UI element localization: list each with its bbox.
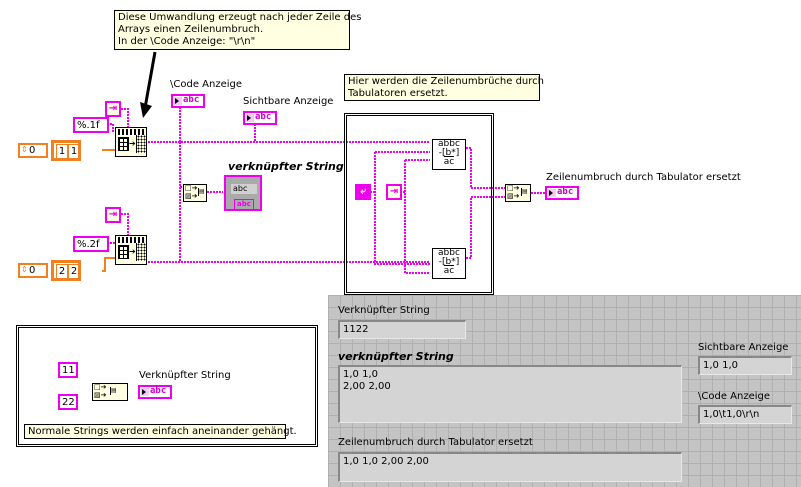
visible-display-indicator[interactable]: abc (243, 111, 277, 125)
comment-note-replace: Hier werden die Zeilenumbrüche durch Tab… (344, 74, 544, 101)
search-and-replace-node-1[interactable]: abbc-[b*]ac (432, 139, 466, 170)
concat-result-indicator[interactable]: abc (138, 385, 172, 399)
concatenate-strings-node-output[interactable]: □➔▨➔ ▤ (505, 184, 531, 202)
numeric-wire (102, 257, 117, 272)
format-pattern-icon (118, 129, 144, 135)
indicator-arrow-icon (174, 97, 182, 105)
fp-label-visible: Sichtbare Anzeige (698, 342, 789, 353)
fp-label-code: \Code Anzeige (698, 391, 771, 402)
replaced-string-label: Zeilenumbruch durch Tabulator ersetzt (546, 172, 741, 183)
search-and-replace-node-2[interactable]: abbc-[b*]ac (432, 248, 466, 279)
array-grid-icon (118, 245, 129, 259)
array-element[interactable]: 2 (68, 264, 80, 279)
replaced-string-indicator[interactable]: abc (545, 186, 579, 200)
index-control-2[interactable]: ⇕ 0 (18, 263, 48, 278)
note-line: Hier werden die Zeilenumbrüche durch (348, 76, 544, 87)
spinner-icon[interactable]: ⇕ (21, 265, 28, 274)
comment-note-concat: Normale Strings werden einfach aneinande… (24, 424, 297, 439)
search-replace-icon: abbc-[b*]ac (438, 139, 460, 167)
array-constant-1[interactable]: 1 1 (51, 140, 81, 161)
joined-string-label: verknüpfter String (228, 160, 344, 173)
indicator-arrow-icon (141, 388, 149, 396)
arrow-right-icon: ➔ (129, 247, 136, 256)
concat-output-icon: ▤ (110, 387, 125, 395)
concat-inputs-icon: □➔▨➔ (507, 184, 520, 200)
end-of-line-constant-icon[interactable]: ⤶ (355, 184, 371, 200)
string-wire (466, 196, 505, 259)
index-control-1[interactable]: ⇕ 0 (18, 143, 48, 158)
comment-note-top: Diese Umwandlung erzeugt nach jeder Zeil… (114, 10, 362, 50)
string-wire (374, 152, 430, 265)
array-to-spreadsheet-string-node-1[interactable]: ➔ (115, 127, 147, 157)
fp-label-joined-string: verknüpfter String (338, 350, 454, 363)
arrow-icon (140, 51, 157, 118)
array-constant-2[interactable]: 2 2 (51, 260, 81, 281)
code-display-label: \Code Anzeige (170, 79, 243, 90)
note-line: Tabulatoren ersetzt. (348, 88, 448, 99)
indicator-arrow-icon (246, 114, 254, 122)
replace-sequence-frame[interactable] (344, 113, 494, 295)
string-wire (121, 108, 129, 128)
string-wire (466, 147, 505, 189)
concat-inputs-icon: □➔▨➔ (185, 184, 198, 200)
spreadsheet-icon (136, 243, 146, 261)
code-display-indicator[interactable]: abc (171, 94, 205, 108)
concat-output-icon: ▤ (198, 188, 207, 196)
joined-string-control-terminal[interactable]: abc abc (224, 175, 262, 211)
front-panel: Verknüpfter String 1122 verknüpfter Stri… (328, 295, 801, 487)
indicator-text: abc (183, 95, 200, 105)
string-constant-22[interactable]: 22 (58, 394, 78, 410)
fp-code-field[interactable]: 1,0\t1,0\r\n (698, 405, 792, 424)
spreadsheet-icon (136, 135, 146, 153)
array-element[interactable]: 2 (56, 264, 68, 279)
index-value: 0 (29, 265, 36, 276)
concatenate-strings-node[interactable]: □➔▨➔ ▤ (183, 184, 207, 202)
fp-label-replaced: Zeilenumbruch durch Tabulator ersetzt (338, 437, 533, 448)
note-line: In der \Code Anzeige: "\r\n" (118, 36, 256, 47)
string-constant-11[interactable]: 11 (58, 362, 78, 378)
array-element[interactable]: 1 (68, 144, 80, 159)
array-element[interactable]: 1 (56, 144, 68, 159)
array-grid-icon (118, 137, 129, 151)
concat-inputs-icon: □➔▨➔ (94, 383, 107, 399)
tab-constant-icon[interactable]: ⇥ (105, 101, 121, 117)
note-line: Diese Umwandlung erzeugt nach jeder Zeil… (118, 12, 362, 23)
concat-result-label: Verknüpfter String (139, 370, 231, 381)
fp-label-verknuepfter-string: Verknüpfter String (338, 305, 430, 316)
indicator-arrow-icon (548, 189, 556, 197)
note-line: Arrays einen Zeilenumbruch. (118, 24, 264, 35)
string-wire (404, 160, 430, 274)
array-to-spreadsheet-string-node-2[interactable]: ➔ (115, 235, 147, 265)
tab-constant-icon[interactable]: ⇥ (386, 184, 402, 200)
format-string-constant-1[interactable]: %.1f (73, 117, 109, 133)
index-value: 0 (29, 145, 36, 156)
tab-constant-icon[interactable]: ⇥ (105, 207, 121, 223)
indicator-text: abc (150, 386, 167, 396)
concat-output-icon: ▤ (521, 188, 530, 196)
string-wire (121, 213, 129, 236)
control-text: abc (231, 184, 257, 194)
indicator-text: abc (557, 187, 574, 197)
visible-display-label: Sichtbare Anzeige (243, 96, 334, 107)
fp-replaced-field[interactable]: 1,0 1,0 2,00 2,00 (338, 452, 682, 482)
format-pattern-icon (118, 237, 144, 243)
fp-joined-string-field[interactable]: 1,0 1,0 2,00 2,00 (338, 365, 682, 423)
concatenate-strings-node-example[interactable]: □➔▨➔ ▤ (92, 383, 128, 401)
format-string-constant-2[interactable]: %.2f (73, 236, 109, 252)
indicator-text: abc (255, 112, 272, 122)
control-type-label: abc (234, 199, 254, 209)
spinner-icon[interactable]: ⇕ (21, 145, 28, 154)
fp-verknuepfter-string-field[interactable]: 1122 (338, 320, 466, 339)
fp-visible-field[interactable]: 1,0 1,0 (698, 356, 792, 375)
arrow-right-icon: ➔ (129, 139, 136, 148)
search-replace-icon: abbc-[b*]ac (438, 248, 460, 276)
